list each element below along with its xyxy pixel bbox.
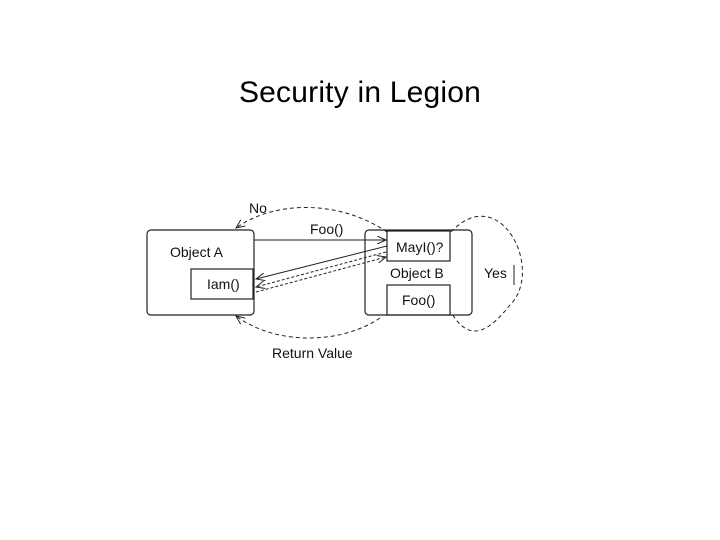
return-value-arrow bbox=[236, 316, 381, 339]
return-value-label: Return Value bbox=[272, 345, 353, 361]
no-arrow bbox=[236, 207, 388, 233]
yes-label: Yes bbox=[484, 265, 507, 281]
iam-reply-arrow-1 bbox=[256, 251, 387, 287]
iam-reply-arrow-2 bbox=[255, 257, 386, 293]
mayi-method-label: MayI()? bbox=[396, 239, 444, 255]
object-a: Object A Iam() bbox=[146, 229, 255, 316]
foo-method-box bbox=[386, 284, 451, 316]
foo-call-label: Foo() bbox=[310, 221, 343, 237]
iam-method-box bbox=[190, 268, 254, 300]
mayi-to-iam-arrow bbox=[256, 245, 388, 279]
object-a-box bbox=[146, 229, 255, 316]
foo-method-label: Foo() bbox=[402, 292, 435, 308]
object-b-label: Object B bbox=[390, 265, 444, 281]
iam-method-label: Iam() bbox=[207, 276, 240, 292]
object-b: MayI()? Object B Foo() bbox=[364, 229, 473, 316]
object-a-label: Object A bbox=[170, 244, 224, 260]
slide-title: Security in Legion bbox=[238, 76, 482, 109]
no-label: No bbox=[249, 200, 267, 216]
